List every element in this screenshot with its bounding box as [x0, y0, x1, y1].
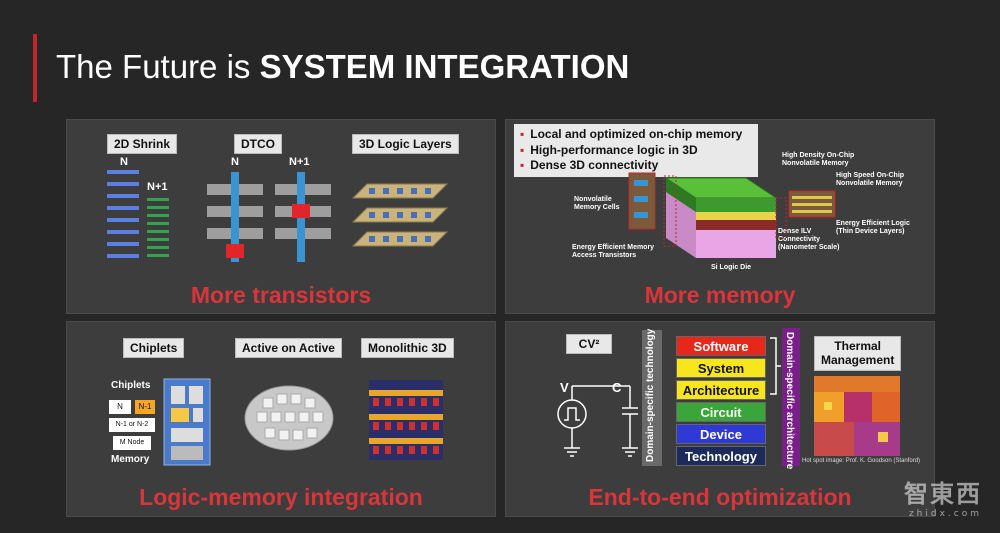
annotation-dense-ilv: Dense ILV Connectivity (Nanometer Scale)	[778, 228, 840, 252]
node-n-box: N	[109, 400, 131, 414]
circuit-c-label: C	[612, 380, 622, 395]
thermal-image-credit: Hot spot image: Prof. K. Goodson (Stanfo…	[802, 458, 921, 464]
monolithic-3d-illustration	[369, 380, 443, 460]
stack-layer: Circuit	[676, 402, 766, 422]
panel-end-to-end-optimization: CV² V C Domain-specific technology Softw…	[505, 321, 935, 517]
chiplets-memory-label: Memory	[111, 454, 150, 465]
annotation-efficient-logic: Energy Efficient Logic (Thin Device Laye…	[836, 220, 910, 236]
annotation-high-density: High Density On-Chip Nonvolatile Memory	[782, 152, 855, 168]
label-cv2: CV²	[566, 334, 612, 354]
3d-logic-layers-illustration	[351, 183, 449, 247]
node-n1n2-box: N-1 or N-2	[109, 418, 155, 432]
circuit-v-label: V	[560, 380, 569, 395]
dtco-n-label: N	[231, 156, 239, 168]
panel-more-memory: ▪Local and optimized on-chip memory ▪Hig…	[505, 119, 935, 314]
bullet-item: ▪High-performance logic in 3D	[520, 142, 698, 157]
shrink-n-label: N	[120, 156, 128, 168]
label-3d-logic-layers: 3D Logic Layers	[352, 134, 459, 154]
abstraction-stack: Software System Architecture Circuit Dev…	[676, 336, 766, 468]
annotation-access-transistors: Energy Efficient Memory Access Transisto…	[572, 244, 655, 260]
stack-layer: Software	[676, 336, 766, 356]
stack-bracket	[770, 337, 781, 395]
domain-arch-bar	[782, 328, 800, 466]
annotation-nonvolatile-cells: Nonvolatile Memory Cells	[574, 196, 620, 212]
caption-logic-memory-integration: Logic-memory integration	[139, 484, 423, 510]
chiplets-title: Chiplets	[111, 380, 151, 391]
bullet-item: ▪Dense 3D connectivity	[520, 158, 659, 173]
watermark-logo-text: 智東西	[904, 480, 982, 508]
node-m-box: M Node	[113, 436, 151, 450]
domain-arch-label: Domain-specific architecture	[784, 332, 795, 470]
label-2d-shrink: 2D Shrink	[107, 134, 178, 154]
label-active-on-active: Active on Active	[235, 338, 342, 358]
panel-more-transistors: 2D Shrink DTCO 3D Logic Layers N N+1 N N…	[66, 119, 496, 314]
title-accent-bar	[33, 34, 37, 102]
thermal-hotspot-image	[814, 376, 900, 456]
stack-layer: Technology	[676, 446, 766, 466]
label-monolithic-3d: Monolithic 3D	[361, 338, 454, 358]
annotation-high-speed: High Speed On-Chip Nonvolatile Memory	[836, 172, 905, 188]
shrink-n1-label: N+1	[147, 181, 168, 193]
panel-logic-memory-integration: Chiplets Active on Active Monolithic 3D …	[66, 321, 496, 517]
bullet-item: ▪Local and optimized on-chip memory	[520, 127, 743, 141]
stack-layer: Device	[676, 424, 766, 444]
label-chiplets: Chiplets	[123, 338, 185, 358]
stack-layer: Architecture	[676, 380, 766, 400]
watermark: 智東西 zhidx.com	[904, 474, 982, 519]
caption-end-to-end-optimization: End-to-end optimization	[588, 484, 852, 510]
label-dtco: DTCO	[234, 134, 282, 154]
label-thermal-management: Thermal Management	[814, 336, 902, 371]
memory-bullet-list: ▪Local and optimized on-chip memory ▪Hig…	[514, 124, 758, 177]
dtco-illustration	[207, 172, 331, 262]
node-n1-box: N-1	[135, 400, 155, 414]
memory-zoom-left	[628, 172, 656, 230]
3d-memory-stack-illustration	[663, 175, 787, 258]
wafer-illustration	[244, 385, 334, 451]
caption-more-memory: More memory	[644, 282, 796, 308]
annotation-si-logic-die: Si Logic Die	[711, 264, 752, 271]
domain-tech-label: Domain-specific technology	[645, 328, 656, 462]
slide-title: The Future is SYSTEM INTEGRATION	[56, 48, 630, 85]
watermark-url: zhidx.com	[908, 509, 982, 519]
chiplet-package-illustration	[163, 378, 211, 466]
cv-circuit-illustration	[557, 385, 638, 457]
domain-tech-bar	[642, 330, 662, 466]
caption-more-transistors: More transistors	[190, 282, 372, 308]
stack-layer: System	[676, 358, 766, 378]
memory-zoom-right	[788, 190, 836, 218]
shrink-lines-illustration	[107, 170, 169, 258]
dtco-n1-label: N+1	[289, 156, 310, 168]
